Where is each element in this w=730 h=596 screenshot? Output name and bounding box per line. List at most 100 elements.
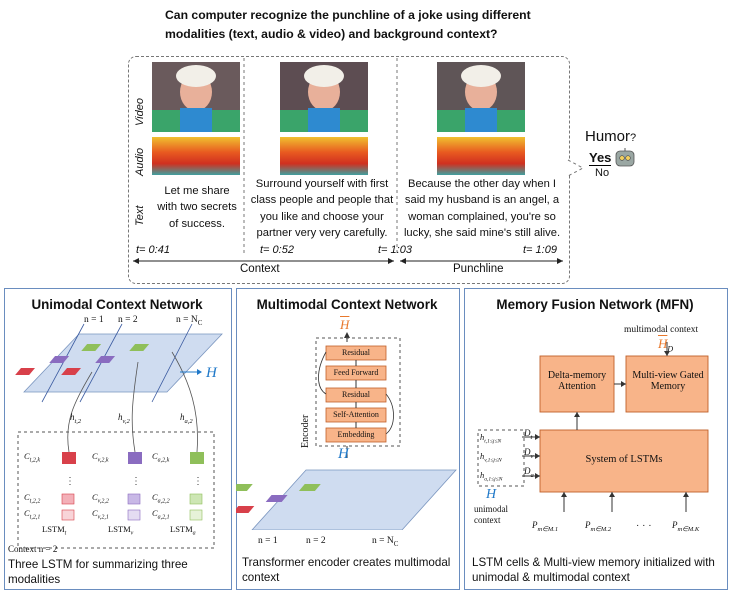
mfn-title: Memory Fusion Network (MFN) [496,297,694,312]
c-v-2: Cv,2,2 [92,492,109,505]
h-v2-text: h [118,412,123,422]
c-v-1-sub: v,2,1 [97,514,109,521]
h-t2: ht,2 [70,412,81,425]
time-0: t= 0:41 [136,244,170,256]
c-v-top-text: C [92,451,98,461]
unimodal-caption: Three LSTM for summarizing three modalit… [8,558,188,586]
layer-residual: Residual [342,390,370,399]
utterance-1: Let me share with two secrets of success… [150,183,244,232]
mfn-h-a-text: h [480,470,485,480]
header-line-1: Can computer recognize the punchline of … [165,8,531,22]
c-v-top-sub: v,2,k [97,457,109,464]
h-v2: hv,2 [118,412,130,425]
utterance-1-line: of success. [169,217,225,230]
lstm-t-text: LSTM [42,524,65,534]
mfn-p1-text: P [532,520,538,530]
utterance-2-line: class people and people that [250,194,394,207]
h-t2-text: h [70,412,75,422]
encoder-label: Encoder [300,414,311,448]
lstm-a-text: LSTM [170,524,193,534]
layer-self-attention: Self-Attention [333,410,379,419]
c-t-top-text: C [24,451,30,461]
video-frame-2 [280,62,368,132]
multimodal-Hbar: H [340,317,350,332]
c-a-top-text: C [152,451,158,461]
audio-spectrogram-1 [152,137,240,175]
unimodal-nc-text: n = N [176,315,198,325]
mfn-d-t: Dt [524,428,532,441]
svg-text:⋮: ⋮ [193,476,203,487]
h-t2-sub: t,2 [74,417,82,425]
mfn-p2-text: P [585,520,591,530]
utterance-1-line: Let me share [164,185,230,197]
mfn-d-v: Dv [524,447,533,460]
bars-n1 [15,344,102,375]
utterance-3-line: woman complained, you're so [408,210,556,223]
unimodal-title: Unimodal Context Network [31,297,203,312]
utterance-3-line: Because the other day when I [407,178,557,190]
lstm-t-sub: t [64,530,67,537]
utterance-2-line: you like and choose your [260,210,384,223]
mfn-H: H [486,487,497,502]
mfn-d-v-text: D [524,447,531,457]
multimodal-n1: n = 1 [258,536,278,546]
c-a-2: Ca,2,2 [152,492,170,505]
mfn-d-a-text: D [524,466,531,476]
unimodal-n1: n = 1 [84,315,104,325]
mfn-d-t-text: D [524,428,531,438]
panel-unimodal [4,288,232,590]
c-v-top: Cv,2,k [92,451,109,464]
lstm-v-text: LSTM [108,524,131,534]
c-t-1: Ct,2,1 [24,508,40,521]
video-frame-1 [152,62,240,132]
unimodal-nc: n = NC [176,315,203,327]
mfn-diagram [477,342,709,512]
mfn-pk-text: P [672,520,678,530]
multimodal-title: Multimodal Context Network [256,297,438,312]
c-a-1: Ca,2,1 [152,508,170,521]
context-plane [23,333,223,393]
header-question: Can computer recognize the punchline of … [165,6,595,44]
svg-text:⋮: ⋮ [65,476,75,487]
mfn-caption: LSTM cells & Multi-view memory initializ… [472,556,715,584]
audio-spectrogram-3 [437,137,525,175]
unimodal-n2: n = 2 [118,315,138,325]
utterance-2-line: Surround yourself with first [255,178,389,190]
multimodal-H: H [338,446,349,462]
c-a-1-text: C [152,508,158,518]
mfn-pk-sub: m∈M.K [677,525,700,533]
mfn-h-v: hv,1≤j≤N [480,451,502,464]
humor-question-mark: ? [630,132,637,144]
context-n-label: Context n = 2 [8,544,58,554]
lstm-v-sub: v [130,530,134,537]
mfn-h-v-text: h [480,451,485,461]
context-label: Context [240,263,280,275]
c-v-2-text: C [92,492,98,502]
panel-multimodal [236,288,460,590]
mfn-p1-sub: m∈M.1 [537,525,559,533]
c-a-1-sub: a,2,1 [157,514,170,521]
lstm-stack-t [61,452,76,521]
lstm-stack-a [189,452,204,521]
header-line-2: modalities (text, audio & video) and bac… [165,27,498,41]
mfn-Hd: HD [658,336,673,354]
h-a2-sub: a,2 [184,417,193,425]
top-dividers [243,58,585,255]
h-a2-text: h [180,412,185,422]
h-a2: ha,2 [180,412,193,425]
mfn-unimodal-context: unimodal context [474,504,508,525]
c-v-1: Cv,2,1 [92,508,109,521]
mfn-gated-box: Multi-view Gated Memory [632,370,704,392]
svg-text:⋮: ⋮ [131,476,141,487]
c-a-top: Ca,2,k [152,451,169,464]
c-t-1-text: C [24,508,30,518]
utterance-1-line: with two secrets [157,201,237,214]
mfn-dots: · · · [636,520,652,531]
lstm-stack-v [127,452,142,521]
mfn-h-v-sub: v,1≤j≤N [484,457,502,464]
multimodal-nc: n = NC [372,536,399,548]
c-a-2-sub: a,2,2 [157,498,170,505]
mfn-d-v-sub: v [530,452,534,460]
mfn-d-a-sub: a [530,471,534,479]
c-a-2-text: C [152,492,158,502]
